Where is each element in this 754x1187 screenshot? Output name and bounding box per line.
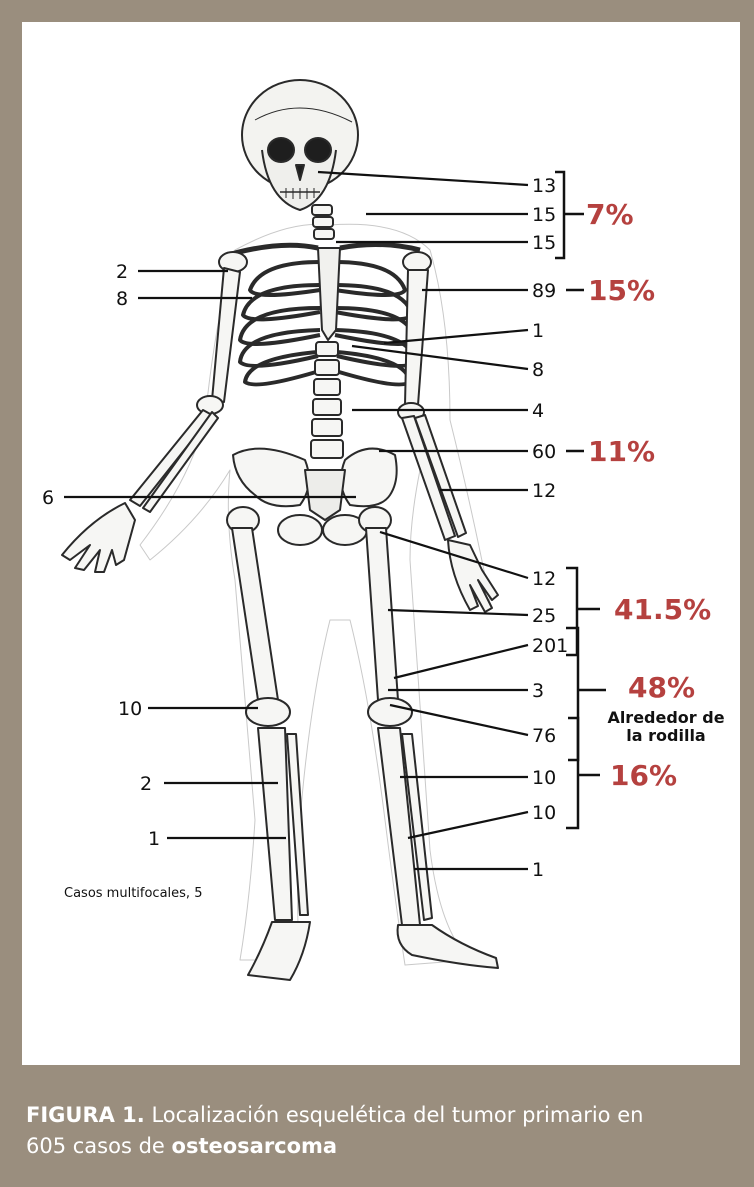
count-forearm: 12 [532, 480, 556, 502]
count-rib-right: 8 [116, 288, 128, 310]
femurs [227, 507, 412, 726]
knee-label-line1: Alrededor de [607, 708, 724, 727]
count-femur-proximal: 12 [532, 568, 556, 590]
caption-text-2: 605 casos de [26, 1134, 172, 1158]
pct-pelvis: 11% [588, 435, 655, 468]
count-neck: 15 [532, 204, 556, 226]
left-arm [398, 252, 498, 612]
lower-legs [258, 728, 432, 925]
count-sacrum: 6 [42, 487, 54, 509]
skeleton-figure: 13 15 15 2 8 89 1 8 4 60 12 6 12 25 201 … [0, 0, 754, 1060]
spine [311, 342, 343, 458]
count-tibia-shaft: 10 [532, 767, 556, 789]
caption-text-1: Localización esquelética del tumor prima… [145, 1103, 644, 1127]
cervical-spine [312, 205, 334, 239]
count-humerus: 89 [532, 280, 556, 302]
brackets [555, 172, 606, 828]
figure-caption: FIGURA 1. Localización esquelética del t… [26, 1100, 744, 1162]
feet [248, 922, 498, 980]
multifocal-note: Casos multifocales, 5 [64, 886, 202, 901]
pct-head-neck: 7% [586, 198, 634, 231]
count-clavicle: 15 [532, 232, 556, 254]
right-arm [62, 252, 247, 572]
count-femur-distal: 201 [532, 635, 568, 657]
count-foot-right: 1 [148, 828, 160, 850]
count-foot-left: 1 [532, 859, 544, 881]
pct-humerus: 15% [588, 274, 655, 307]
caption-label: FIGURA 1. [26, 1103, 145, 1127]
count-scapula: 2 [116, 261, 128, 283]
count-pelvis: 60 [532, 441, 556, 463]
caption-bold-term: osteosarcoma [172, 1134, 338, 1158]
count-femur-shaft: 25 [532, 605, 556, 627]
pct-femur: 41.5% [614, 593, 711, 626]
pct-knee: 48% [628, 671, 695, 704]
count-tibia-proximal: 76 [532, 725, 556, 747]
count-spine: 4 [532, 400, 544, 422]
count-fibula-right: 10 [118, 698, 142, 720]
percentage-labels: 7% 15% 11% 41.5% 48% 16% [586, 198, 711, 792]
count-ribs: 8 [532, 359, 544, 381]
count-tibia-right: 2 [140, 773, 152, 795]
caption-line-1: FIGURA 1. Localización esquelética del t… [26, 1100, 744, 1131]
count-knee: 3 [532, 680, 544, 702]
knee-label-line2: la rodilla [626, 726, 705, 745]
count-skull: 13 [532, 175, 556, 197]
skull [242, 80, 358, 210]
count-sternum: 1 [532, 320, 544, 342]
pct-tibia: 16% [610, 759, 677, 792]
caption-line-2: 605 casos de osteosarcoma [26, 1131, 744, 1162]
count-tibia-distal: 10 [532, 802, 556, 824]
